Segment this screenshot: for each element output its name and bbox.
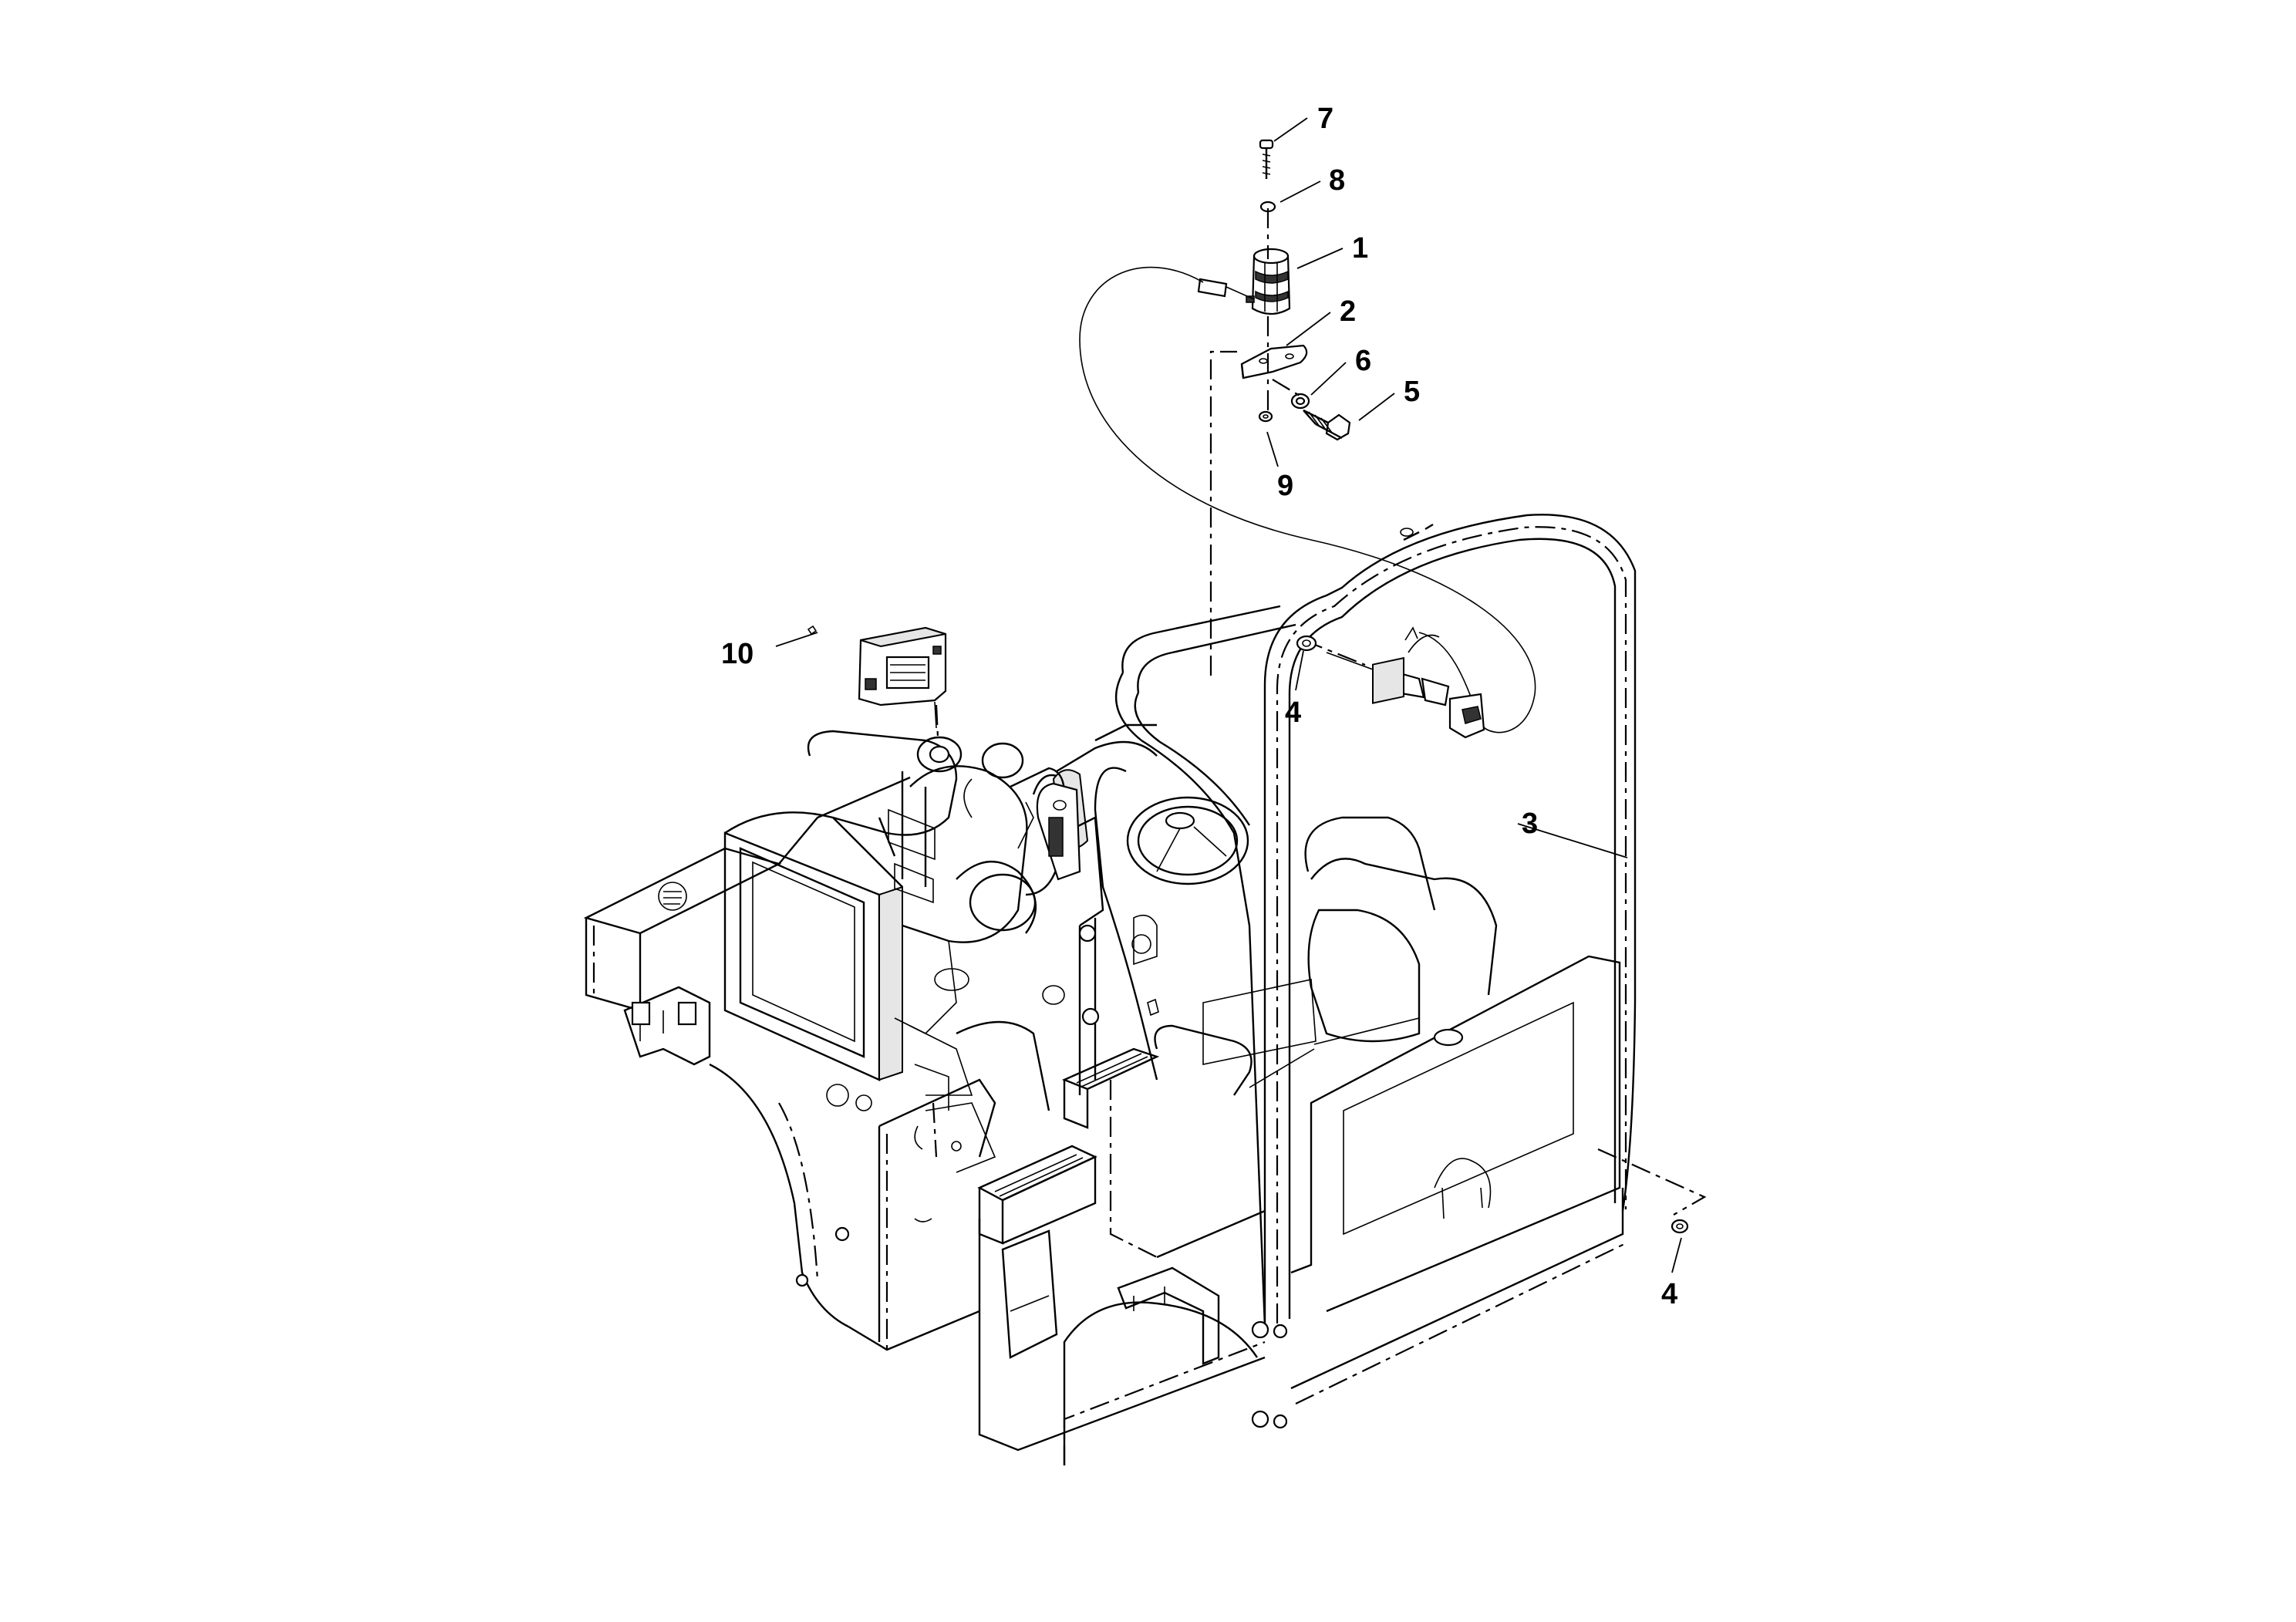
callout-3: 3 xyxy=(1522,808,1538,840)
assembly-center-lines xyxy=(935,208,1707,1216)
nut-4-upper xyxy=(1296,635,1317,652)
rear-body-panel xyxy=(1290,955,1627,1404)
fastener-parts xyxy=(1258,139,1351,441)
callout-4-lower: 4 xyxy=(1661,1278,1677,1310)
callout-labels: 7 8 1 2 6 5 9 10 4 3 4 xyxy=(721,103,1677,1310)
washer-6 xyxy=(1290,393,1310,410)
control-module-10 xyxy=(807,625,947,729)
callout-7: 7 xyxy=(1317,103,1333,135)
rops-frame-3 xyxy=(1114,514,1637,1429)
lower-chassis xyxy=(978,1219,1266,1465)
bolt-5 xyxy=(1303,409,1351,441)
nut-4-lower xyxy=(1671,1219,1689,1234)
callout-10: 10 xyxy=(721,638,754,670)
callout-4-upper: 4 xyxy=(1285,696,1301,729)
callout-2: 2 xyxy=(1340,295,1356,328)
operator-seat xyxy=(1202,656,1498,1088)
callout-5: 5 xyxy=(1404,376,1420,408)
operator-steps xyxy=(977,1047,1160,1245)
callout-6: 6 xyxy=(1355,345,1371,377)
wiring-connectors xyxy=(1326,626,1485,739)
leader-lines xyxy=(775,117,1682,1273)
nut-9 xyxy=(1258,410,1273,423)
bracket-2 xyxy=(1240,344,1308,379)
engine-housing xyxy=(583,730,1104,1351)
callout-8: 8 xyxy=(1329,164,1345,197)
callout-1: 1 xyxy=(1352,232,1368,265)
screw-7 xyxy=(1259,139,1274,179)
frame-structure-lines xyxy=(778,723,1266,1259)
callout-9: 9 xyxy=(1277,470,1293,502)
beacon-lamp-1 xyxy=(1079,248,1536,733)
